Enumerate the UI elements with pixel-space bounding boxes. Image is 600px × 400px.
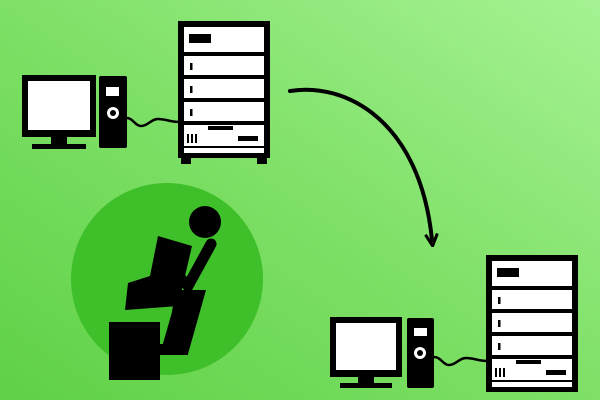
source-pc-drive (106, 87, 119, 96)
person-foot (158, 344, 188, 355)
target-monitor-stand (358, 377, 374, 384)
target-monitor-base (340, 383, 392, 388)
source-monitor-stand (51, 137, 67, 145)
source-monitor-screen (28, 81, 90, 130)
person-leg (160, 290, 206, 354)
target-server-rack-icon (486, 255, 578, 392)
source-desktop-computer-icon (22, 75, 181, 149)
person-arm (159, 238, 217, 292)
curved-arrow-icon (288, 87, 432, 240)
source-monitor-base (32, 144, 86, 149)
target-cable (433, 355, 489, 367)
target-monitor-screen (336, 323, 396, 370)
person-head (189, 206, 221, 238)
person-seat (109, 322, 160, 380)
source-cable (126, 116, 181, 128)
target-pc-drive (414, 328, 427, 336)
source-server-rack-icon (178, 21, 270, 164)
target-desktop-computer-icon (330, 317, 489, 388)
thinking-person-icon (71, 183, 263, 380)
